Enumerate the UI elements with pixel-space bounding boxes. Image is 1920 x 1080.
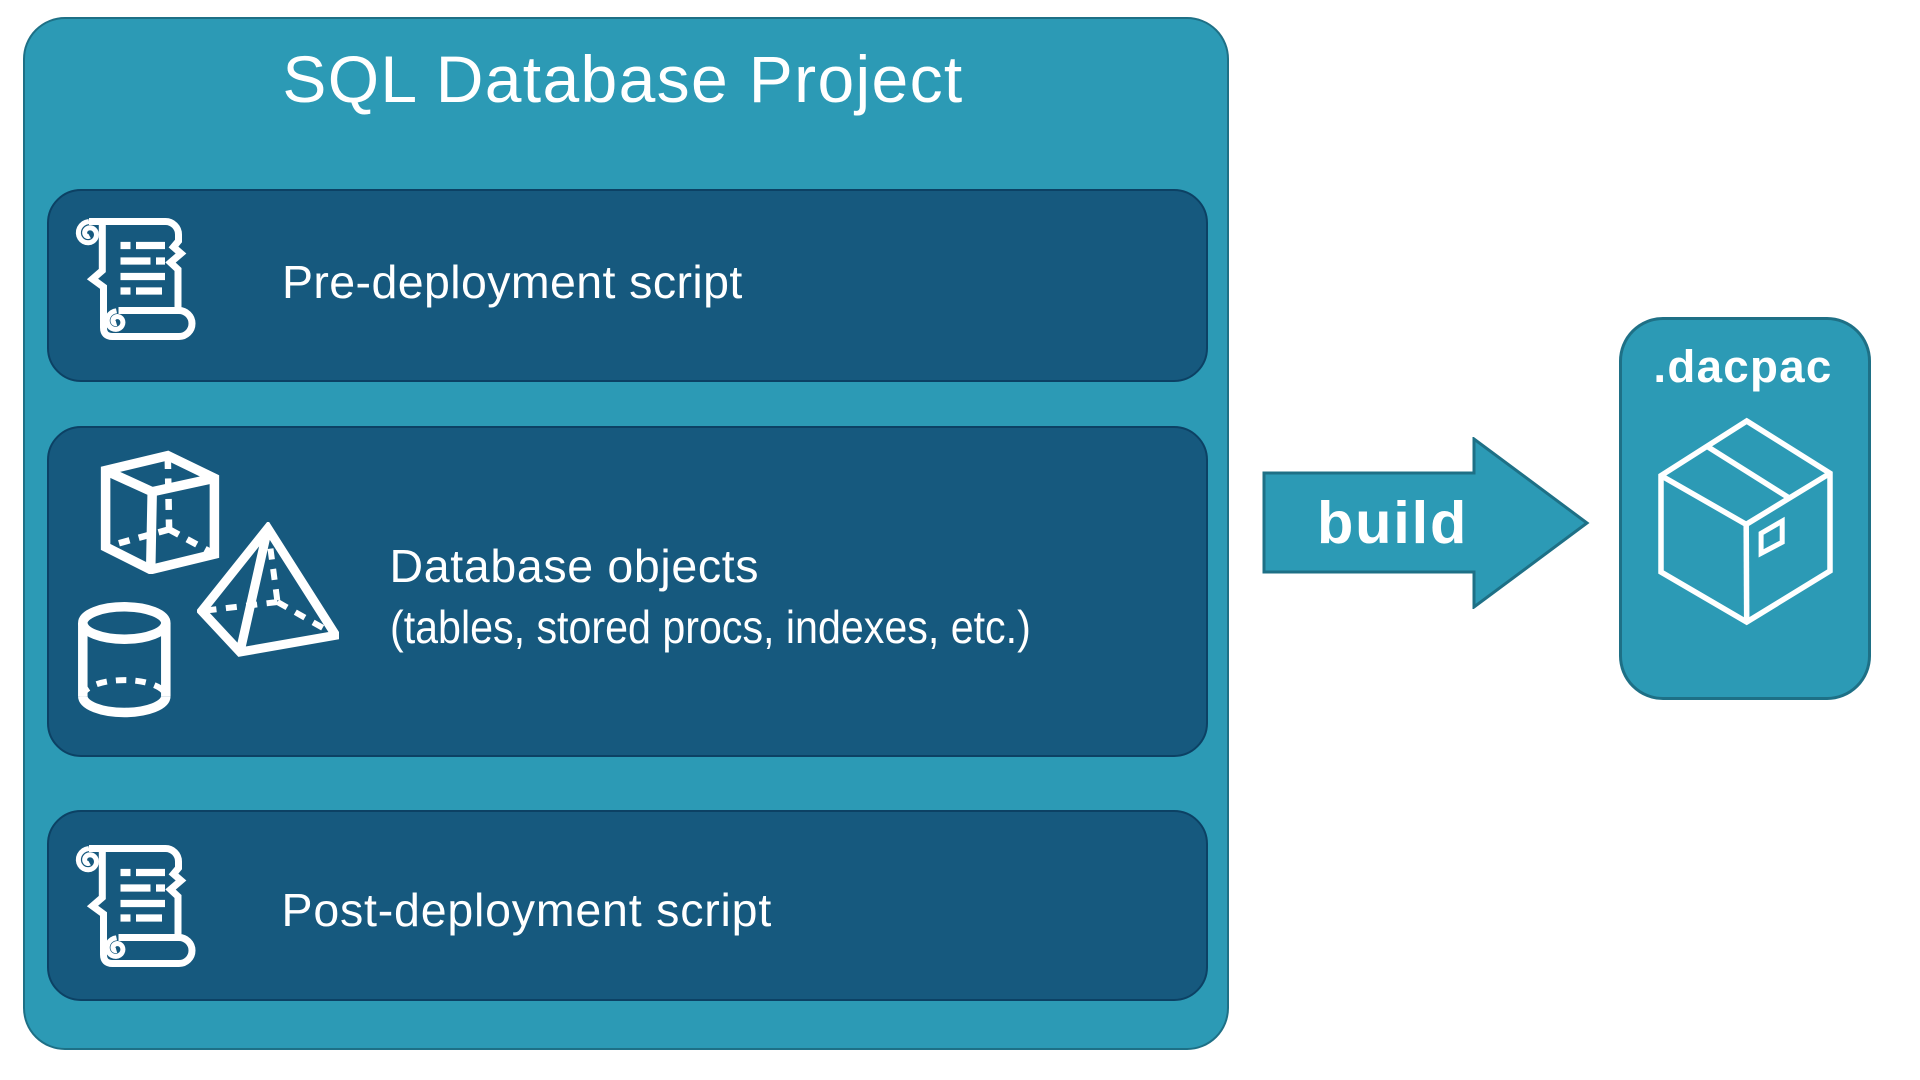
database-objects-line1: Database objects xyxy=(389,540,760,593)
build-arrow xyxy=(1262,437,1590,609)
pre-deployment-box xyxy=(47,189,1208,382)
cylinder-icon xyxy=(78,602,171,718)
build-arrow-label: build xyxy=(1317,488,1469,556)
cube-icon xyxy=(100,450,220,574)
pre-deployment-label: Pre-deployment script xyxy=(282,255,743,308)
dacpac-label: .dacpac xyxy=(1653,340,1833,392)
pyramid-icon xyxy=(197,522,339,657)
project-title: SQL Database Project xyxy=(282,42,964,116)
database-objects-line2: (tables, stored procs, indexes, etc.) xyxy=(389,601,1031,654)
database-objects-box xyxy=(47,425,1208,757)
database-objects-label: Database objects (tables, stored procs, i… xyxy=(390,536,1114,658)
post-deployment-label: Post-deployment script xyxy=(281,883,773,936)
scroll-icon xyxy=(75,845,196,967)
scroll-icon xyxy=(75,218,196,340)
post-deployment-box xyxy=(47,810,1208,1001)
package-icon xyxy=(1658,417,1833,626)
